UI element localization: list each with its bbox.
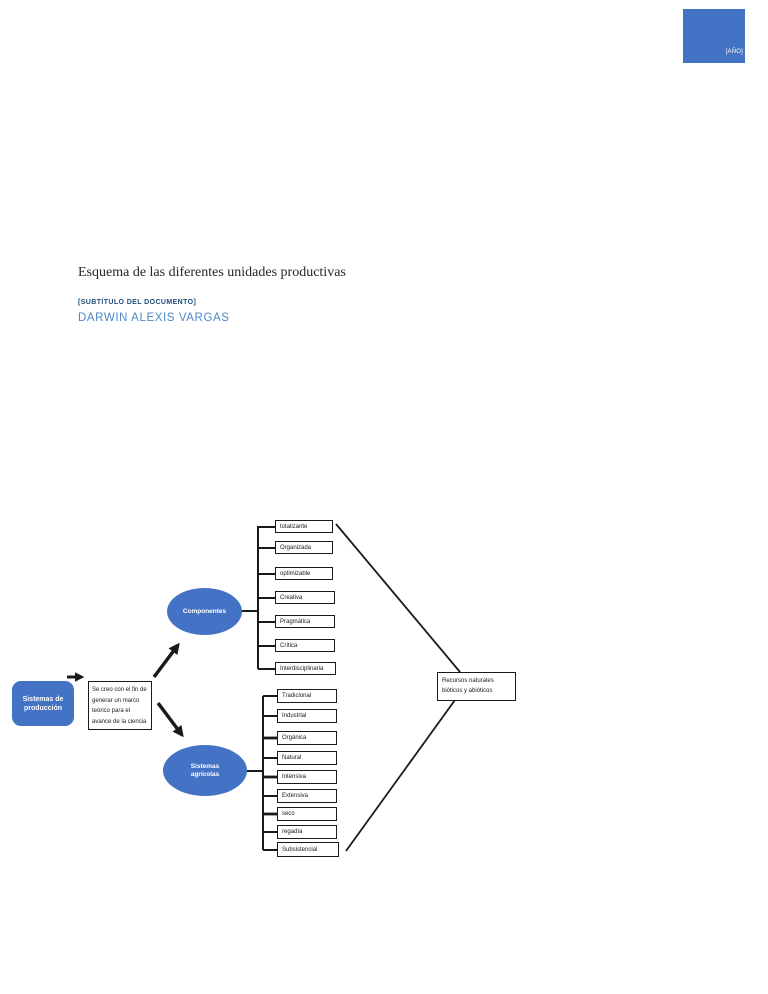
item-box-extensiva: Extensiva [277, 789, 337, 803]
item-box-subsistencial: Subsistencial [277, 842, 339, 857]
document-subtitle: [SUBTÍTULO DEL DOCUMENTO] [78, 299, 197, 306]
item-box-pragmatica: Pragmática [275, 615, 335, 628]
item-box-organizada: Organizada [275, 541, 333, 554]
year-badge-label: [AÑO] [725, 49, 743, 55]
document-author: DARWIN ALEXIS VARGAS [78, 312, 230, 324]
item-box-critica: Crítica [275, 639, 335, 652]
item-box-totalizante: totalizante [275, 520, 333, 533]
item-box-optimizable: optimizable [275, 567, 333, 580]
document-title: Esquema de las diferentes unidades produ… [78, 265, 346, 280]
root-node-sistemas-de-produccion: Sistemas de producción [12, 681, 74, 726]
root-node-label-line1: Sistemas de [22, 695, 64, 703]
branch-ellipse-componentes: Componentes [167, 588, 242, 635]
description-node: Se creo con el fin de generar un marco t… [88, 681, 152, 730]
item-box-tradicional: Tradicional [277, 689, 337, 703]
branch-ellipse-sistemas-agricolas: Sistemas agrícolas [163, 745, 247, 796]
item-box-natural: Natural [277, 751, 337, 765]
item-box-interdisciplinaria: Interdisciplinaria [275, 662, 336, 675]
year-badge: [AÑO] [683, 9, 745, 63]
root-node-label-line2: producción [23, 704, 63, 712]
item-box-industrial: Industrial [277, 709, 337, 723]
item-box-creativa: Creativa [275, 591, 335, 604]
item-box-regadia: regadía [277, 825, 337, 839]
result-node-recursos-naturales: Recursos naturales bióticos y abióticos [437, 672, 516, 701]
item-box-seco: seco [277, 807, 337, 821]
item-box-intensiva: Intensiva [277, 770, 337, 784]
item-box-organica: Orgánica [277, 731, 337, 745]
branch-label-componentes: Componentes [182, 607, 227, 615]
branch-label-sistemas-agricolas: Sistemas agrícolas [190, 762, 220, 778]
